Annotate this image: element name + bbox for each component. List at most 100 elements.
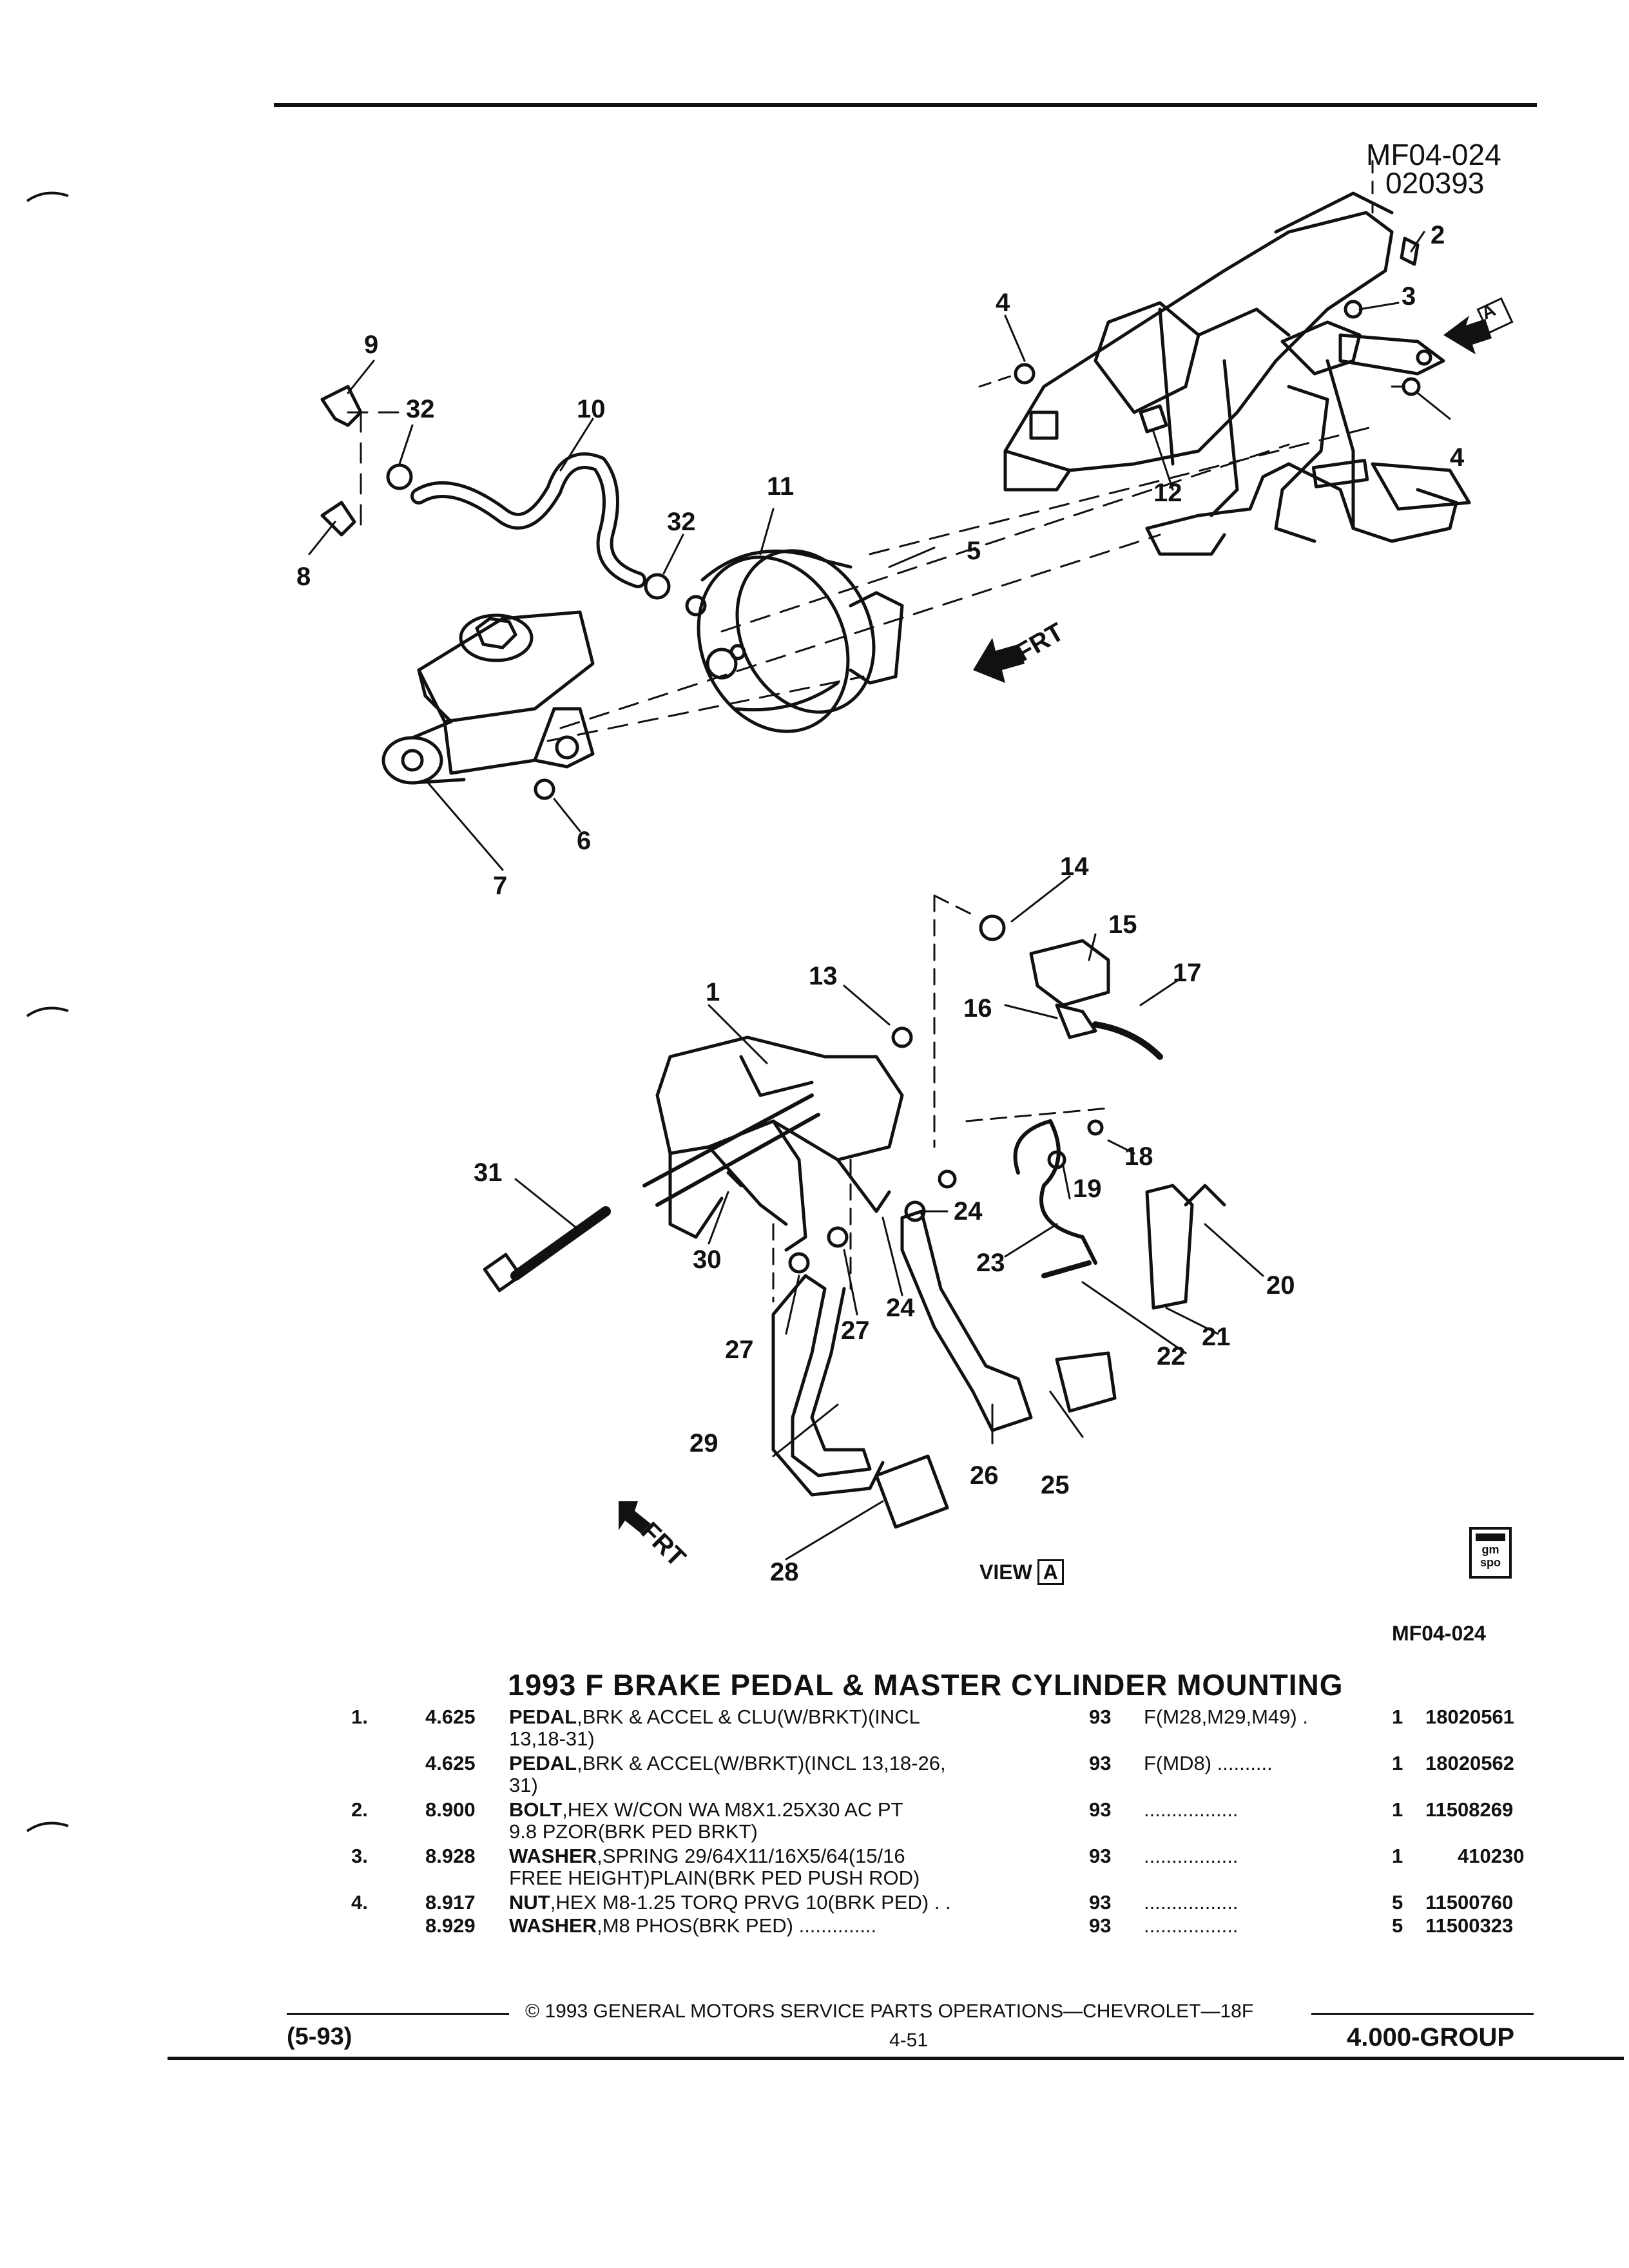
- callout-31: 31: [474, 1158, 503, 1187]
- top-rule: [274, 103, 1537, 107]
- part-number: 410230: [1458, 1845, 1525, 1867]
- group-code: 8.917: [425, 1891, 476, 1914]
- part-detail-line2: 9.8 PZOR(BRK PED BRKT): [509, 1820, 758, 1843]
- callout-27a: 27: [725, 1336, 754, 1364]
- callout-7: 7: [493, 872, 508, 900]
- part-description: NUT,HEX M8-1.25 TORQ PRVG 10(BRK PED) . …: [509, 1892, 951, 1914]
- callout-3: 3: [1402, 282, 1416, 311]
- callout-23: 23: [976, 1249, 1005, 1277]
- pushrod-lever: [1338, 333, 1445, 376]
- model-year: 93: [1089, 1706, 1112, 1728]
- callout-4a: 4: [996, 289, 1010, 317]
- callout-24a: 24: [954, 1197, 983, 1225]
- quantity: 1: [1392, 1706, 1403, 1728]
- footer-page: 4-51: [889, 2030, 929, 2051]
- callout-18: 18: [1124, 1142, 1153, 1171]
- view-label-box: A: [1037, 1559, 1064, 1585]
- item-number: 4.: [351, 1891, 368, 1914]
- item-number: 3.: [351, 1845, 368, 1867]
- callout-13: 13: [809, 962, 838, 990]
- callout-32a: 32: [406, 395, 435, 423]
- part-number: 11500760: [1425, 1891, 1514, 1914]
- model-year: 93: [1089, 1891, 1112, 1914]
- brake-booster: [685, 549, 904, 733]
- pivot-bolt: [510, 1206, 611, 1281]
- part-name: BOLT: [509, 1798, 563, 1821]
- part-detail: ,M8 PHOS(BRK PED) ..............: [597, 1914, 877, 1937]
- part-description: WASHER,SPRING 29/64X11/16X5/64(15/16: [509, 1845, 905, 1867]
- callout-14: 14: [1060, 852, 1089, 881]
- model-year: 93: [1089, 1914, 1112, 1937]
- quantity: 5: [1392, 1914, 1403, 1937]
- logo-text-gm: gm: [1481, 1543, 1499, 1556]
- section-title: 1993 F BRAKE PEDAL & MASTER CYLINDER MOU…: [508, 1668, 1344, 1702]
- group-code: 4.625: [425, 1752, 476, 1774]
- footer-rule-right: [1311, 2013, 1534, 2015]
- part-detail: ,HEX M8-1.25 TORQ PRVG 10(BRK PED) . .: [550, 1891, 951, 1914]
- callout-30: 30: [693, 1245, 722, 1274]
- lower-pedal-bracket: [655, 1035, 904, 1252]
- callout-17: 17: [1173, 959, 1202, 987]
- part-description: BOLT,HEX W/CON WA M8X1.25X30 AC PT: [509, 1799, 903, 1821]
- callout-28: 28: [770, 1558, 799, 1586]
- usage: .................: [1144, 1845, 1239, 1867]
- front-arrow-upper: [973, 638, 1025, 683]
- brake-pedal-pad: [874, 1454, 949, 1529]
- footer-copyright: © 1993 GENERAL MOTORS SERVICE PARTS OPER…: [525, 2001, 1254, 2022]
- callout-19: 19: [1073, 1175, 1102, 1203]
- accel-pedal-pad: [1055, 1351, 1117, 1413]
- model-year: 93: [1089, 1845, 1112, 1867]
- callout-8: 8: [296, 562, 311, 591]
- group-code: 4.625: [425, 1706, 476, 1728]
- exploded-view-diagram: [308, 160, 1514, 1561]
- part-number: 18020561: [1425, 1706, 1514, 1728]
- part-name: NUT: [509, 1891, 550, 1914]
- part-detail: ,SPRING 29/64X11/16X5/64(15/16: [597, 1845, 905, 1867]
- bottom-rule: [168, 2057, 1624, 2060]
- view-a-arrow: [1443, 316, 1492, 354]
- callout-24b: 24: [886, 1294, 915, 1322]
- group-code: 8.928: [425, 1845, 476, 1867]
- callout-1: 1: [706, 978, 720, 1006]
- callout-15: 15: [1108, 910, 1137, 939]
- callout-32b: 32: [667, 508, 696, 536]
- binder-mark: [26, 191, 69, 202]
- part-detail: ,HEX W/CON WA M8X1.25X30 AC PT: [562, 1798, 903, 1821]
- part-description: PEDAL,BRK & ACCEL & CLU(W/BRKT)(INCL: [509, 1706, 920, 1728]
- usage: .................: [1144, 1914, 1239, 1937]
- item-number: 1.: [351, 1706, 368, 1728]
- binder-mark: [26, 1821, 69, 1832]
- usage: .................: [1144, 1891, 1239, 1914]
- part-detail-line2: 13,18-31): [509, 1727, 595, 1750]
- callout-6: 6: [577, 827, 592, 855]
- callout-22: 22: [1157, 1342, 1186, 1370]
- part-description: PEDAL,BRK & ACCEL(W/BRKT)(INCL 13,18-26,: [509, 1753, 946, 1774]
- front-arrow-lower: [619, 1501, 651, 1533]
- part-name: WASHER: [509, 1845, 597, 1867]
- view-label-text: VIEW: [979, 1560, 1032, 1584]
- part-number: 18020562: [1425, 1752, 1514, 1774]
- group-code: 8.900: [425, 1798, 476, 1821]
- callout-16: 16: [963, 994, 992, 1023]
- view-a-label: VIEW A: [979, 1559, 1064, 1585]
- usage: F(M28,M29,M49) .: [1144, 1706, 1308, 1728]
- part-detail: ,BRK & ACCEL(W/BRKT)(INCL 13,18-26,: [577, 1752, 946, 1774]
- accel-pedal-arm: [900, 1209, 1033, 1432]
- gm-spo-logo-icon: gm spo: [1469, 1527, 1512, 1579]
- brake-pedal-arm: [771, 1274, 885, 1497]
- usage: F(MD8) ..........: [1144, 1752, 1273, 1774]
- quantity: 1: [1392, 1798, 1403, 1821]
- part-detail: ,BRK & ACCEL & CLU(W/BRKT)(INCL: [577, 1706, 920, 1728]
- part-name: PEDAL: [509, 1752, 577, 1774]
- footer-rule-left: [287, 2013, 509, 2015]
- quantity: 1: [1392, 1752, 1403, 1774]
- logo-bar: [1476, 1533, 1505, 1541]
- callout-26: 26: [970, 1461, 999, 1490]
- diagram-date: 020393: [1385, 166, 1485, 200]
- logo-text-spo: spo: [1480, 1556, 1501, 1569]
- quantity: 5: [1392, 1891, 1403, 1914]
- part-detail-line2: 31): [509, 1774, 538, 1796]
- item-number: 2.: [351, 1798, 368, 1821]
- model-year: 93: [1089, 1752, 1112, 1774]
- callout-5: 5: [967, 537, 981, 565]
